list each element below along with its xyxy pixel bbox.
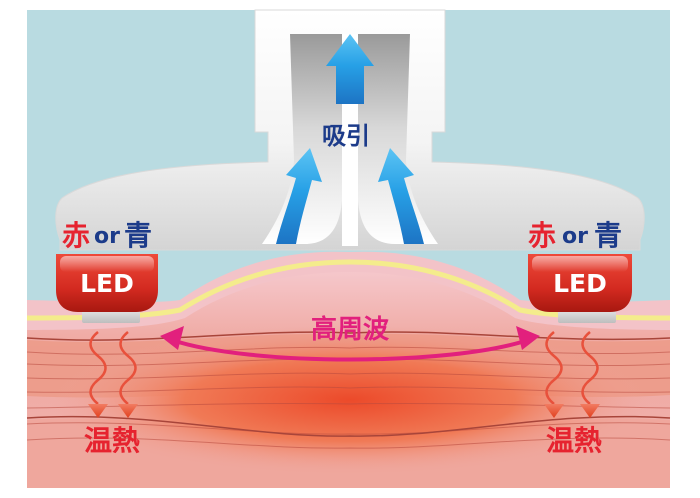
led-block-left-gloss bbox=[60, 256, 154, 272]
rf-arrow-shaft bbox=[171, 338, 529, 362]
color-choice-left: 赤 or 青 bbox=[62, 219, 152, 252]
color-choice-right: 赤 or 青 bbox=[528, 219, 622, 252]
led-head-right bbox=[528, 254, 632, 323]
led-block-right-gloss bbox=[532, 256, 628, 272]
color-blue-label: 青 bbox=[124, 219, 152, 252]
muscle-boundary-top bbox=[26, 331, 671, 341]
yellow-layer-line bbox=[26, 259, 671, 321]
color-or-label: or bbox=[94, 224, 120, 249]
skin-layers bbox=[26, 251, 671, 488]
heat-arrowhead-icon bbox=[544, 404, 564, 418]
heat-arrows-left bbox=[89, 331, 137, 405]
warm-heat-label-right: 温熱 bbox=[546, 424, 602, 457]
led-head-left bbox=[56, 254, 158, 323]
suction-label: 吸引 bbox=[322, 122, 370, 150]
rf-arrowhead-left bbox=[160, 326, 184, 350]
heat-wave-icon bbox=[581, 331, 599, 405]
suction-duct-left bbox=[262, 34, 342, 244]
led-label-left: LED bbox=[80, 269, 134, 298]
suction-arrow-top bbox=[326, 34, 374, 104]
heat-wave-icon bbox=[89, 331, 107, 405]
color-or-label: or bbox=[562, 224, 588, 249]
muscle-boundary-bottom bbox=[26, 415, 671, 437]
heat-arrowhead-icon bbox=[88, 404, 108, 418]
suction-arrow-right bbox=[378, 148, 424, 244]
color-blue-label: 青 bbox=[594, 219, 622, 252]
heat-wave-icon bbox=[119, 331, 137, 405]
heat-wave-icon bbox=[545, 331, 563, 405]
rf-arrow bbox=[160, 326, 540, 362]
heat-arrowhead-icon bbox=[580, 404, 600, 418]
rf-label: 高周波 bbox=[311, 314, 390, 345]
suction-duct-right bbox=[358, 34, 438, 244]
heat-arrowhead-icon bbox=[118, 404, 138, 418]
suction-arrow-left bbox=[276, 148, 322, 244]
suction-arrows bbox=[276, 34, 424, 244]
color-red-label: 赤 bbox=[62, 219, 90, 252]
warm-heat-label-left: 温熱 bbox=[84, 424, 140, 457]
led-label-right: LED bbox=[553, 269, 607, 298]
rf-arrowhead-right bbox=[516, 326, 540, 350]
color-red-label: 赤 bbox=[528, 219, 556, 252]
heat-arrows-right bbox=[545, 331, 599, 405]
